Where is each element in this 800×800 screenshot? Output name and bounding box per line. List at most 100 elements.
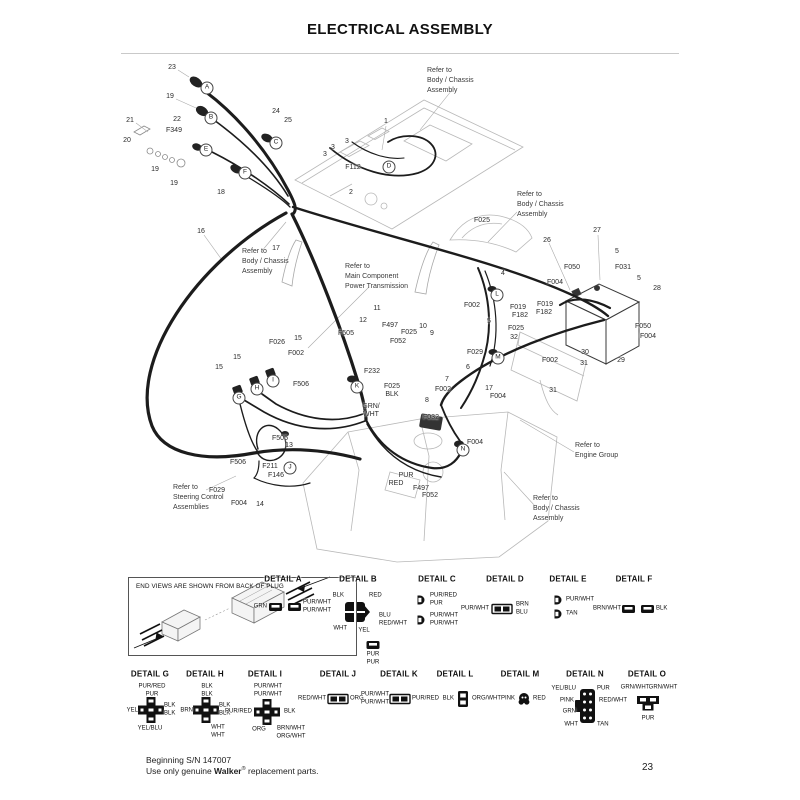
callout-label: 24 <box>272 107 280 115</box>
detail-wire-label: ORG <box>252 726 266 733</box>
detail-wire-label: YEL/BLU <box>551 685 576 692</box>
callout-label: F026 <box>269 338 285 346</box>
detail-title: DETAIL J <box>319 669 357 679</box>
detail-wire-label: PUR/WHT <box>566 596 594 603</box>
callout-label: F004 <box>547 278 563 286</box>
connector-letter: C <box>269 136 283 150</box>
detail-wire-label: BLK BLK <box>219 702 231 717</box>
callout-label: 15 <box>233 353 241 361</box>
callout-label: 19 <box>166 92 174 100</box>
callout-label: 25 <box>284 116 292 124</box>
callout-label: 31 <box>580 359 588 367</box>
connector-letter: N <box>456 443 470 457</box>
detail-wire-label: PUR/WHT PUR/WHT <box>303 599 331 614</box>
detail-title: DETAIL G <box>130 669 170 679</box>
detail-wire-label: BRN BLU <box>516 601 529 616</box>
callout-label: 31 <box>549 386 557 394</box>
detail-wire-label: RED/WHT <box>298 695 326 702</box>
connector-letter: F <box>238 166 252 180</box>
callout-label: PUR <box>398 471 414 479</box>
detail-title: DETAIL D <box>486 574 524 584</box>
callout-label: 20 <box>123 136 131 144</box>
callout-label: 15 <box>294 334 302 342</box>
detail-wire-label: PUR <box>641 715 655 722</box>
callout-label: F004 <box>490 392 506 400</box>
callout-label: 2 <box>349 188 353 196</box>
detail-wire-label: BRN/WHT ORG/WHT <box>276 725 306 740</box>
detail-title: DETAIL K <box>380 669 418 679</box>
detail-wire-label: TAN <box>597 721 609 728</box>
callout-label: F052 <box>390 337 406 345</box>
callout-label: F004 <box>640 332 656 340</box>
detail-wire-label: BLK <box>656 605 668 612</box>
connector-letter: K <box>350 380 364 394</box>
callout-label: F497 <box>382 321 398 329</box>
reference-note: Refer to Steering Control Assemblies <box>173 484 224 511</box>
reference-note: Refer to Main Component Power Transmissi… <box>345 263 409 290</box>
connector-letter: G <box>232 391 246 405</box>
callout-label: F506 <box>293 380 309 388</box>
callout-label: F211 <box>262 462 278 470</box>
callout-label: F505 <box>272 434 288 442</box>
detail-title: DETAIL C <box>418 574 456 584</box>
callout-label: 17 <box>272 244 280 252</box>
connector-letter: B <box>204 111 218 125</box>
callout-label: F050 <box>564 263 580 271</box>
callout-label: 12 <box>359 316 367 324</box>
callout-label: F349 <box>166 126 182 134</box>
callout-label: 19 <box>151 165 159 173</box>
detail-wire-label: PUR PUR <box>366 651 380 666</box>
chassis-outlines <box>133 99 587 563</box>
connector-letter: L <box>490 288 504 302</box>
detail-wire-label: BLK BLK <box>164 702 176 717</box>
connector-letter: D <box>382 160 396 174</box>
detail-wire-label: GRN <box>253 603 267 610</box>
callout-label: F050 <box>635 322 651 330</box>
callout-label: 5 <box>487 317 491 325</box>
detail-wire-label: BLK <box>442 695 454 702</box>
callout-label: F146 <box>268 471 284 479</box>
detail-wire-label: RED <box>533 695 546 702</box>
callout-label: F025 <box>401 328 417 336</box>
page-title: ELECTRICAL ASSEMBLY <box>306 21 493 38</box>
callout-label: F002 <box>464 301 480 309</box>
callout-label: 4 <box>501 269 505 277</box>
detail-title: DETAIL H <box>186 669 224 679</box>
reference-note: Refer to Body / Chassis Assembly <box>242 248 289 275</box>
callout-label: 16 <box>197 227 205 235</box>
detail-title: DETAIL O <box>627 669 667 679</box>
callout-label: 7 <box>445 375 449 383</box>
callout-label: F025 <box>474 216 490 224</box>
callout-label: 3 <box>323 150 327 158</box>
detail-wire-label: GRN/WHT <box>620 684 650 691</box>
callout-label: 3 <box>345 137 349 145</box>
callout-label: 11 <box>373 304 381 312</box>
callout-label: 10 <box>419 322 427 330</box>
callout-label: 6 <box>466 363 470 371</box>
page-number: 23 <box>642 762 654 773</box>
detail-title: DETAIL A <box>264 574 302 584</box>
callout-label: 17 <box>485 384 493 392</box>
battery-art <box>564 283 641 365</box>
callout-label: F029 <box>209 486 225 494</box>
callout-label: 27 <box>593 226 601 234</box>
connector-letter: J <box>283 461 297 475</box>
detail-wire-label: PUR/RED <box>412 695 440 702</box>
callout-label: GRN/ WHT <box>362 402 380 418</box>
callout-label: F004 <box>467 438 483 446</box>
detail-wire-label: BLU RED/WHT <box>379 612 407 627</box>
detail-title: DETAIL L <box>436 669 474 679</box>
callout-label: 3 <box>331 143 335 151</box>
callout-label: F506 <box>230 458 246 466</box>
detail-wire-label: YEL <box>358 627 370 634</box>
detail-title: DETAIL N <box>566 669 604 679</box>
callout-label: 19 <box>170 179 178 187</box>
connector-letter: E <box>199 143 213 157</box>
callout-label: F019 <box>510 303 526 311</box>
detail-wire-label: PINK <box>559 697 574 704</box>
detail-wire-label: BRN <box>180 707 193 714</box>
connector-letter: M <box>491 351 505 365</box>
reference-note: Refer to Engine Group <box>575 442 619 459</box>
callout-label: F025 <box>508 324 524 332</box>
